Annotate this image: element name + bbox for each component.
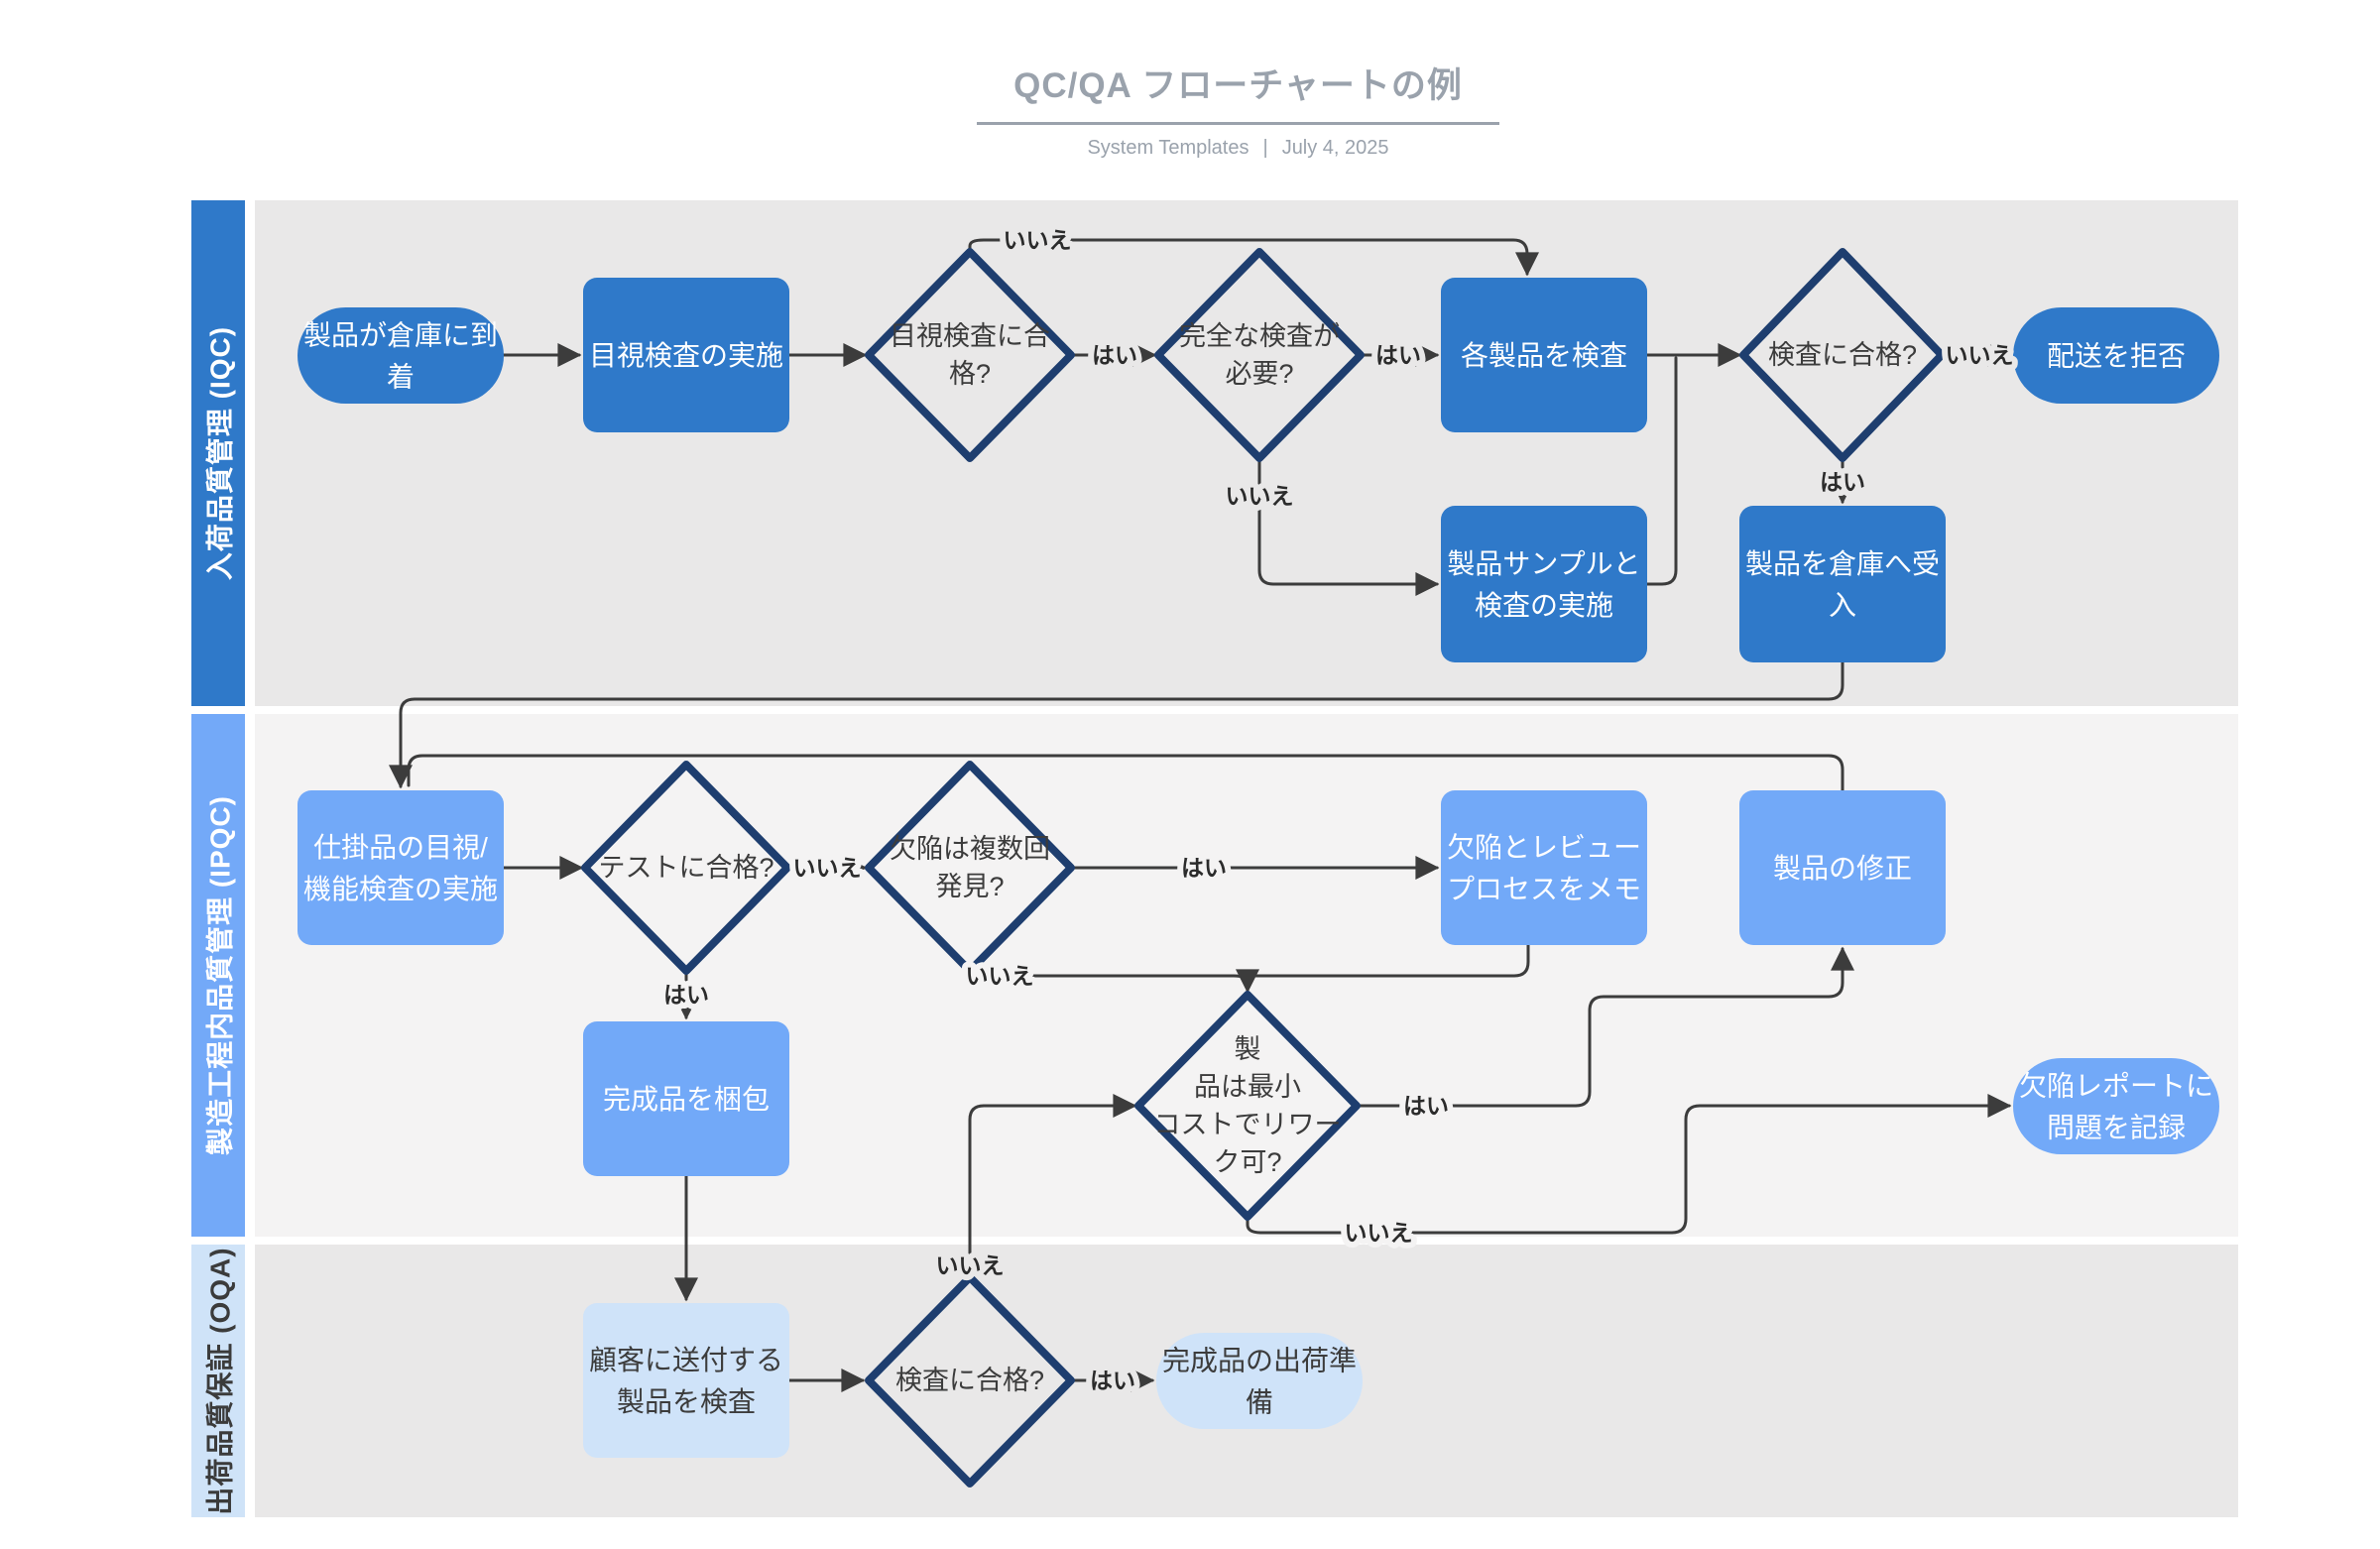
node-rework-min-cost[interactable]: 製品は最小コストでリワーク可?: [1134, 991, 1361, 1221]
lane-label-ipqc: 製造工程内品質管理 (IPQC): [204, 795, 236, 1155]
node-reject-delivery[interactable]: 配送を拒否: [2013, 307, 2219, 404]
node-pass-inspection[interactable]: 検査に合格?: [1739, 248, 1946, 462]
process-shape: [1441, 278, 1647, 432]
node-label-final-pass: 検査に合格?: [895, 1366, 1044, 1395]
edge-fix-product-to-wip-inspection: [407, 754, 1844, 792]
terminator-shape: [1156, 1333, 1363, 1429]
edge-label-e19: いいえ: [1345, 1220, 1413, 1246]
page-subtitle: System Templates | July 4, 2025: [977, 137, 1499, 160]
node-full-inspection-needed[interactable]: 完全な検査が必要?: [1154, 248, 1365, 462]
node-label-product-arrives: 製品が倉庫に到着: [303, 319, 498, 392]
node-label-log-defect-report: 欠陥レポートに問題を記録: [2019, 1070, 2213, 1142]
decision-diamond: [581, 761, 791, 975]
node-label-fix-product: 製品の修正: [1773, 853, 1912, 884]
node-pass-test[interactable]: テストに合格?: [581, 761, 791, 975]
node-label-pass-visual: 目視検査に合格?: [890, 321, 1050, 389]
node-fix-product[interactable]: 製品の修正: [1739, 790, 1946, 945]
node-label-visual-inspection: 目視検査の実施: [589, 340, 783, 371]
edge-accept-to-warehouse-to-wip-inspection: [389, 660, 1844, 789]
node-label-pack-finished: 完成品を梱包: [603, 1084, 770, 1115]
edge-label-e15: はい: [663, 982, 709, 1008]
node-pass-visual[interactable]: 目視検査に合格?: [865, 248, 1075, 462]
node-visual-inspection[interactable]: 目視検査の実施: [583, 278, 789, 432]
edge-label-e4: いいえ: [1004, 227, 1072, 253]
lane-label-iqc: 入荷品質管理 (IQC): [204, 326, 236, 580]
node-wip-inspection[interactable]: 仕掛品の目視/機能検査の実施: [298, 790, 504, 945]
node-label-inspect-before-ship: 顧客に送付する製品を検査: [589, 1345, 783, 1417]
edge-rework-min-cost-to-log-defect-report: [1246, 1094, 2012, 1235]
lane-bar-ipqc: [191, 714, 245, 1237]
node-label-reject-delivery: 配送を拒否: [2047, 340, 2186, 371]
node-label-sample-inspection: 製品サンプルと検査の実施: [1447, 548, 1640, 621]
node-label-prepare-shipment: 完成品の出荷準備: [1162, 1345, 1357, 1417]
edge-rework-min-cost-to-fix-product: [1355, 946, 1854, 1108]
edges-layer: [389, 238, 2012, 1392]
edge-label-e3: はい: [1092, 342, 1137, 368]
process-shape: [1739, 506, 1946, 662]
edge-final-pass-to-rework-min-cost: [968, 1094, 1137, 1279]
terminator-shape: [2013, 307, 2219, 404]
edge-label-e18: はい: [1403, 1093, 1449, 1119]
lane-bar-iqc: [191, 200, 245, 706]
process-shape: [1441, 506, 1647, 662]
node-label-full-inspection-needed: 完全な検査が必要?: [1179, 321, 1340, 389]
node-label-note-defects: 欠陥とレビュープロセスをメモ: [1447, 832, 1641, 904]
node-label-rework-min-cost: 製品は最小コストでリワーク可?: [1154, 1034, 1342, 1177]
decision-diamond: [865, 248, 1075, 462]
node-inspect-each[interactable]: 各製品を検査: [1441, 278, 1647, 432]
node-log-defect-report[interactable]: 欠陥レポートに問題を記録: [2013, 1058, 2219, 1154]
edge-label-e13: いいえ: [793, 855, 862, 881]
node-label-wip-inspection: 仕掛品の目視/機能検査の実施: [303, 832, 498, 904]
edge-label-e14: はい: [1181, 855, 1227, 881]
edge-label-e9: はい: [1820, 469, 1865, 495]
terminator-shape: [298, 307, 504, 404]
node-label-defects-multiple: 欠陥は複数回発見?: [890, 834, 1050, 901]
subtitle-date: July 4, 2025: [1281, 137, 1389, 159]
node-sample-inspection[interactable]: 製品サンプルと検査の実施: [1441, 506, 1647, 662]
edge-labels-layer: はいいいえはいいいえいいえはいいいえはいはいいいえはいいいえはいいいえ: [657, 221, 2020, 1399]
nodes-layer: 製品が倉庫に到着目視検査の実施目視検査に合格?完全な検査が必要?各製品を検査検査…: [298, 248, 2219, 1488]
node-inspect-before-ship[interactable]: 顧客に送付する製品を検査: [583, 1303, 789, 1458]
subtitle-author: System Templates: [1087, 137, 1250, 159]
node-accept-to-warehouse[interactable]: 製品を倉庫へ受入: [1739, 506, 1946, 662]
lane-label-oqa: 出荷品質保証 (OQA): [204, 1247, 236, 1514]
terminator-shape: [2013, 1058, 2219, 1154]
edge-label-e22: はい: [1090, 1368, 1135, 1393]
page-title: QC/QA フローチャートの例: [977, 58, 1499, 125]
edge-sample-inspection-to-pass-inspection: [1645, 356, 1678, 586]
node-pack-finished[interactable]: 完成品を梱包: [583, 1021, 789, 1176]
decision-diamond: [865, 1273, 1075, 1488]
node-label-inspect-each: 各製品を検査: [1461, 340, 1627, 371]
node-label-pass-inspection: 検査に合格?: [1768, 340, 1917, 370]
edge-label-e5: はい: [1375, 342, 1421, 368]
subtitle-separator: |: [1262, 137, 1268, 159]
process-shape: [1739, 790, 1946, 945]
edge-label-e23: いいえ: [936, 1252, 1005, 1278]
node-product-arrives[interactable]: 製品が倉庫に到着: [298, 307, 504, 404]
edge-label-e16: いいえ: [966, 963, 1034, 989]
node-label-accept-to-warehouse: 製品を倉庫へ受入: [1745, 548, 1940, 621]
node-final-pass[interactable]: 検査に合格?: [865, 1273, 1075, 1488]
edge-label-e6: いいえ: [1226, 483, 1294, 509]
node-prepare-shipment[interactable]: 完成品の出荷準備: [1156, 1333, 1363, 1429]
node-defects-multiple[interactable]: 欠陥は複数回発見?: [865, 761, 1075, 975]
edge-label-e8: いいえ: [1946, 342, 2014, 368]
node-note-defects[interactable]: 欠陥とレビュープロセスをメモ: [1441, 790, 1647, 945]
edge-note-defects-to-rework-min-cost: [1250, 943, 1530, 978]
lane-bar-oqa: [191, 1245, 245, 1517]
decision-diamond: [1154, 248, 1365, 462]
decision-diamond: [1134, 991, 1361, 1221]
process-shape: [583, 1303, 789, 1458]
process-shape: [583, 278, 789, 432]
edge-pass-visual-to-inspect-each: [968, 238, 1539, 277]
process-shape: [298, 790, 504, 945]
node-label-pass-test: テストに合格?: [598, 853, 774, 883]
edge-full-inspection-needed-to-sample-inspection: [1257, 456, 1440, 596]
process-shape: [583, 1021, 789, 1176]
decision-diamond: [1739, 248, 1946, 462]
process-shape: [1441, 790, 1647, 945]
decision-diamond: [865, 761, 1075, 975]
page-header: QC/QA フローチャートの例 System Templates | July 4,…: [977, 58, 1499, 160]
